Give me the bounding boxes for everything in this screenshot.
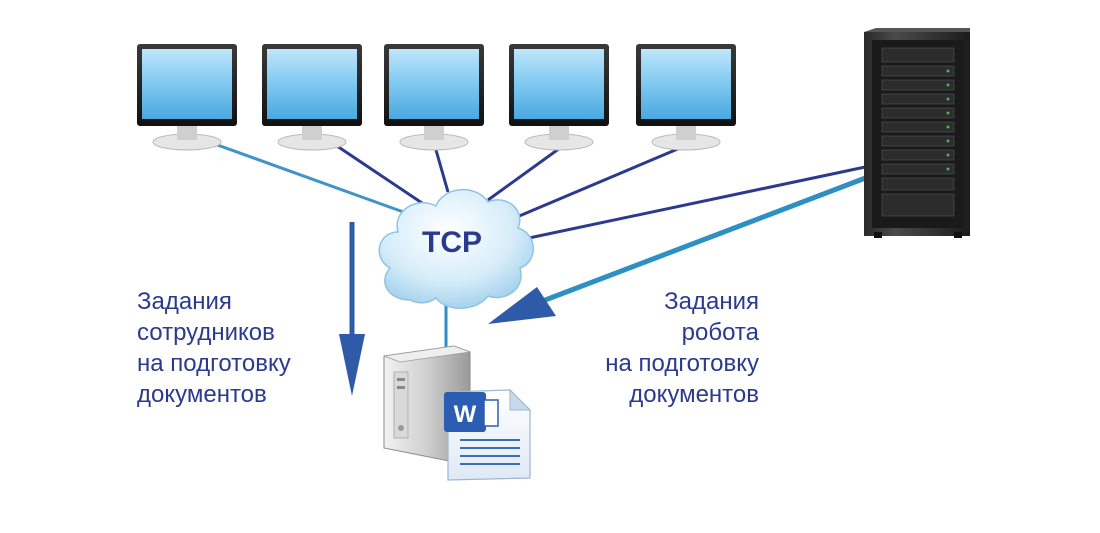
caption-line: Задания <box>664 288 759 315</box>
tcp-label: TCP <box>422 226 482 259</box>
word-document-icon: W <box>444 388 532 481</box>
tcp-cloud-icon <box>378 188 534 309</box>
monitor-icon <box>262 44 362 151</box>
monitor-icon <box>636 44 736 151</box>
employee-tasks-caption: Задания сотрудников на подготовку докуме… <box>137 286 291 410</box>
monitor-icon <box>384 44 484 151</box>
monitor-icon <box>137 44 237 151</box>
line-monitor-2 <box>336 144 426 207</box>
line-monitor-4 <box>487 146 561 202</box>
caption-line: робота <box>681 319 759 346</box>
rack-server-icon <box>864 28 970 238</box>
caption-line: документов <box>137 381 267 408</box>
line-monitor-3 <box>434 149 450 193</box>
caption-line: документов <box>629 381 759 408</box>
connection-lines <box>211 141 871 348</box>
caption-line: сотрудников <box>137 319 275 346</box>
workstation-monitors <box>137 44 736 151</box>
svg-text:W: W <box>454 401 477 428</box>
employee-task-arrow <box>339 222 365 396</box>
robot-task-arrow <box>488 174 869 324</box>
line-monitor-1 <box>211 141 421 220</box>
line-monitor-5 <box>504 146 681 224</box>
monitor-icon <box>509 44 609 151</box>
robot-tasks-caption: Задания робота на подготовку документов <box>605 286 759 410</box>
caption-line: на подготовку <box>605 350 759 377</box>
caption-line: Задания <box>137 288 232 315</box>
caption-line: на подготовку <box>137 350 291 377</box>
line-server-cloud <box>509 164 871 244</box>
